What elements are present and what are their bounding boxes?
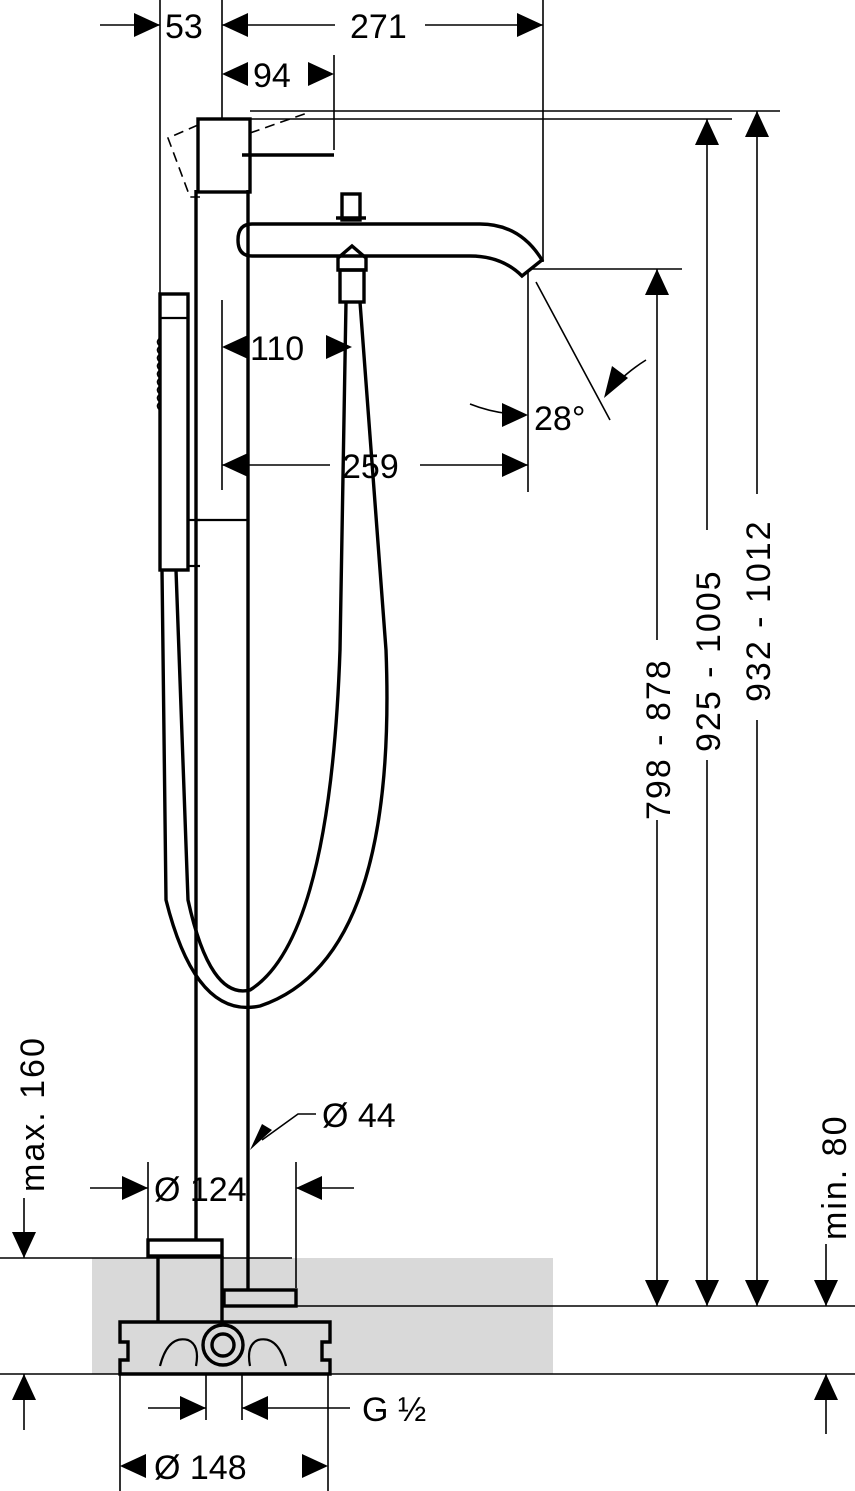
- dim-53: 53: [100, 8, 203, 46]
- dim-h-spout: 798 - 878: [640, 269, 678, 1306]
- dim-94-label: 94: [253, 57, 291, 95]
- dim-259-label: 259: [342, 448, 399, 486]
- base-plate: [146, 1238, 298, 1322]
- install-box: [118, 1320, 332, 1376]
- dim-dia124-label: Ø 124: [154, 1171, 247, 1209]
- dim-thread-label: G ½: [362, 1391, 426, 1429]
- dim-dia124: Ø 124: [90, 1171, 354, 1209]
- mixer-head: [166, 111, 334, 198]
- hose: [160, 301, 389, 1010]
- dim-53-label: 53: [165, 8, 203, 46]
- dim-dia44-label: Ø 44: [322, 1097, 396, 1135]
- dim-h-top: 932 - 1012: [740, 111, 778, 1306]
- dim-110-label: 110: [250, 330, 304, 368]
- dim-h-top-label: 932 - 1012: [740, 519, 778, 702]
- dim-thread: G ½: [148, 1391, 426, 1429]
- dim-angle: 28°: [469, 281, 647, 438]
- faucet-column: [194, 190, 250, 1290]
- dim-min80-label: min. 80: [816, 1115, 854, 1241]
- dim-110: 110: [222, 330, 352, 368]
- dim-271-label: 271: [350, 8, 407, 46]
- hose-connector: [336, 243, 368, 304]
- dim-min80: min. 80: [814, 1115, 854, 1434]
- dim-angle-label: 28°: [534, 400, 585, 438]
- dim-271: 271: [222, 8, 543, 46]
- dim-h-mid: 925 - 1005: [690, 119, 728, 1306]
- dim-h-spout-label: 798 - 878: [640, 658, 678, 820]
- dim-259: 259: [222, 448, 528, 486]
- dim-max160-label: max. 160: [14, 1036, 52, 1192]
- dim-h-mid-label: 925 - 1005: [690, 569, 728, 752]
- dim-dia44: Ø 44: [250, 1097, 396, 1150]
- dim-max160: max. 160: [12, 1036, 52, 1430]
- spout: [236, 192, 545, 279]
- dim-94: 94: [222, 57, 334, 95]
- hand-shower: [156, 292, 200, 572]
- dim-dia148: Ø 148: [120, 1449, 328, 1487]
- dim-dia148-label: Ø 148: [154, 1449, 247, 1487]
